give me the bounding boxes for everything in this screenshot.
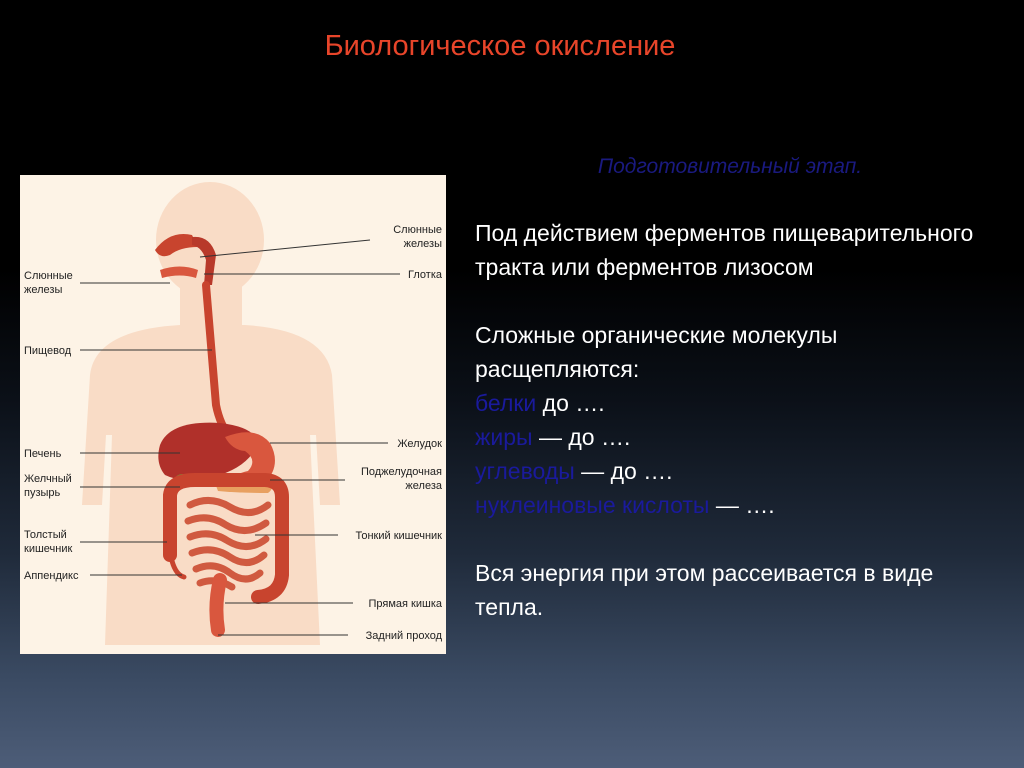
term-proteins: белки — [475, 390, 537, 416]
label-rectum: Прямая кишка — [368, 598, 442, 610]
small-intestine — [184, 497, 272, 591]
colon — [163, 473, 289, 604]
term-nucleic-acids: нуклеиновые кислоты — [475, 492, 710, 518]
list-item-carbs: углеводы — до …. — [475, 454, 1005, 488]
spacer — [475, 522, 1005, 556]
term-fats: жиры — [475, 424, 533, 450]
label-appendix: Аппендикс — [24, 570, 79, 582]
label-small-intestine: Тонкий кишечник — [355, 530, 442, 542]
label-anus: Задний проход — [366, 630, 443, 642]
paragraph-energy: Вся энергия при этом рассеивается в виде… — [475, 560, 934, 620]
rest-carbs: — до …. — [574, 458, 673, 484]
rest-proteins: до …. — [536, 390, 605, 416]
leader-lines — [80, 239, 400, 636]
appendix — [169, 558, 187, 580]
rest-fats: — до …. — [532, 424, 631, 450]
label-stomach: Желудок — [397, 438, 442, 450]
rest-nucleic-acids: — …. — [709, 492, 775, 518]
label-pharynx: Глотка — [408, 269, 443, 281]
label-liver: Печень — [24, 448, 62, 460]
list-item-proteins: белки до …. — [475, 386, 1005, 420]
slide-title: Биологическое окисление — [324, 30, 676, 62]
list-item-fats: жиры — до …. — [475, 420, 1005, 454]
rectum — [209, 573, 227, 637]
spacer — [475, 284, 1005, 318]
label-esophagus: Пищевод — [24, 345, 72, 357]
mouth-pharynx — [155, 234, 216, 285]
slide-text-block: Подготовительный этап. Под действием фер… — [475, 150, 1005, 624]
list-item-nucleic-acids: нуклеиновые кислоты — …. — [475, 488, 1005, 522]
paragraph-enzymes: Под действием ферментов пищеварительного… — [475, 220, 974, 280]
slide-subtitle: Подготовительный этап. — [597, 155, 863, 178]
term-carbs: углеводы — [475, 458, 575, 484]
paragraph-molecules: Сложные органические молекулы расщепляют… — [475, 322, 838, 382]
breakdown-list: белки до …. жиры — до …. углеводы — до …… — [475, 386, 1005, 522]
